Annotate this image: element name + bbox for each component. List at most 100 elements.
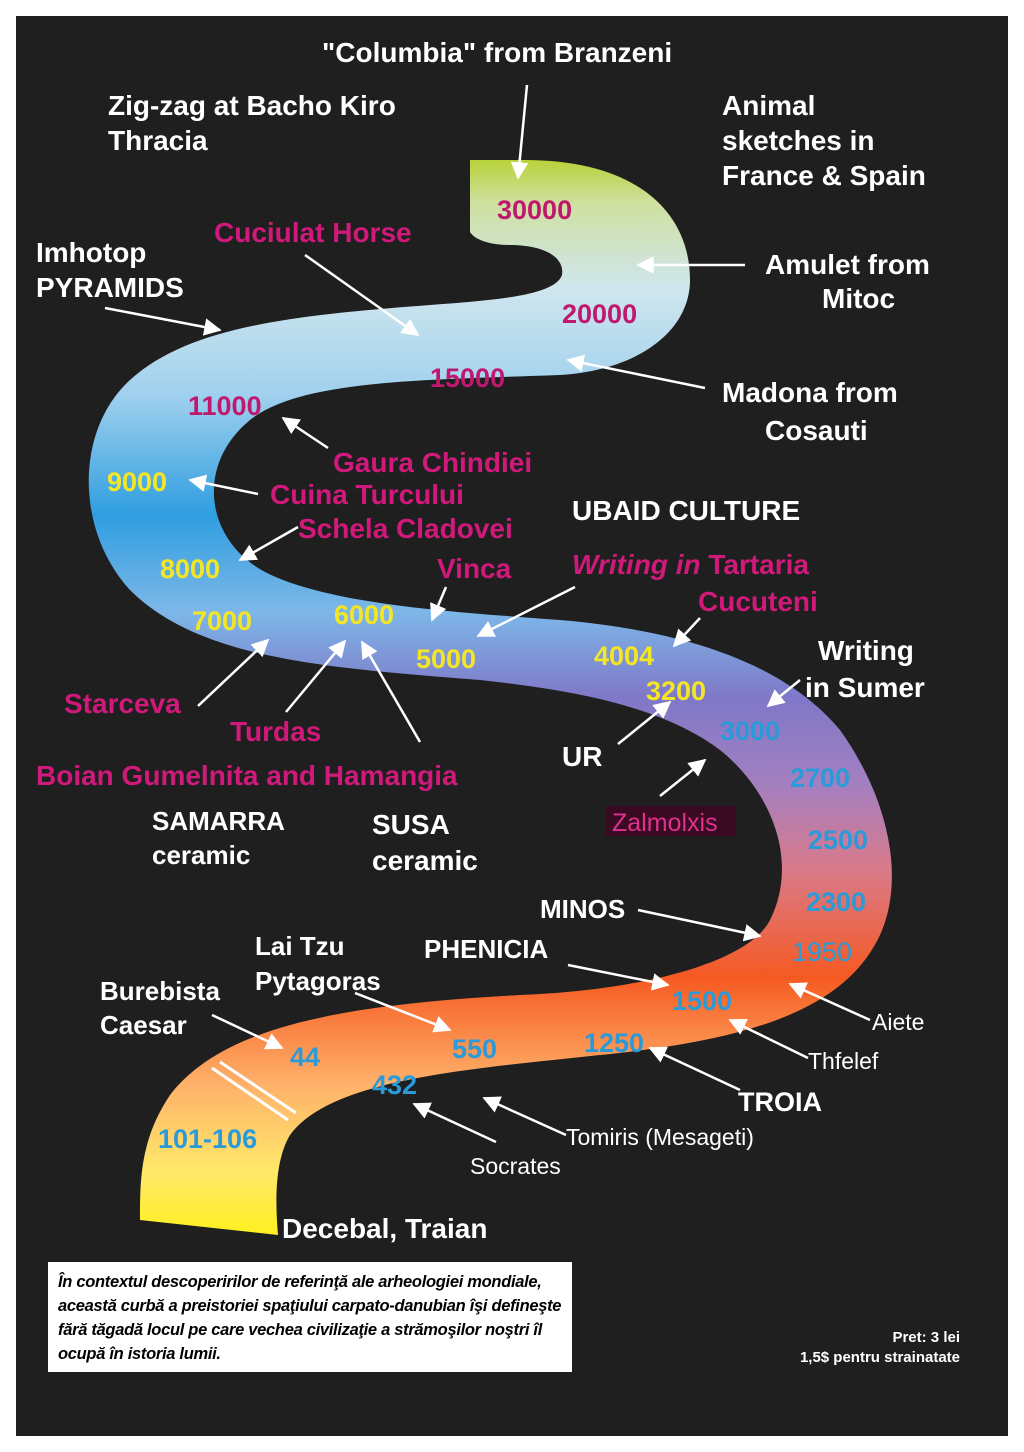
label-animal-1: Animal	[722, 90, 815, 121]
label-susa-2: ceramic	[372, 845, 478, 876]
year-1950: 1950	[792, 937, 852, 967]
label-tartaria: Tartaria	[701, 549, 810, 580]
timeline-band	[88, 160, 892, 1235]
arrow-socrates	[412, 1102, 497, 1144]
arrow-thfelef	[728, 1018, 809, 1060]
year-5000: 5000	[416, 644, 476, 674]
label-aiete: Aiete	[872, 1009, 924, 1035]
label-minos: MINOS	[540, 894, 625, 924]
label-lai-tzu: Lai Tzu	[255, 931, 345, 961]
label-imhotop-1: Imhotop	[36, 237, 146, 268]
label-zigzag-1: Zig-zag at Bacho Kiro	[108, 90, 396, 121]
band-divider-2	[219, 1060, 297, 1115]
label-amulet-2: Mitoc	[822, 283, 895, 314]
year-labels: 30000 20000 15000 11000 9000 8000 7000 6…	[107, 195, 868, 1154]
label-starceva: Starceva	[64, 688, 181, 719]
label-imhotop-2: PYRAMIDS	[36, 272, 184, 303]
white-labels: "Columbia" from Branzeni Zig-zag at Bach…	[36, 37, 930, 1244]
year-20000: 20000	[562, 299, 637, 329]
label-vinca: Vinca	[437, 553, 512, 584]
label-amulet-1: Amulet from	[765, 249, 930, 280]
note-box: În contextul descoperirilor de referinţă…	[48, 1262, 572, 1372]
arrow-cucuteni	[672, 617, 701, 648]
year-15000: 15000	[430, 363, 505, 393]
price-block: Pret: 3 lei 1,5$ pentru strainatate	[800, 1328, 960, 1368]
arrow-gaura	[281, 416, 329, 450]
price-line-2: 1,5$ pentru strainatate	[799, 1349, 960, 1366]
label-samarra-2: ceramic	[152, 840, 250, 870]
label-zigzag-2: Thracia	[108, 125, 208, 156]
label-tomiris: Tomiris (Mesageti)	[566, 1124, 754, 1150]
year-2700: 2700	[790, 763, 850, 793]
band-divider-1	[211, 1066, 289, 1122]
price-line-1: Pret: 3 lei	[892, 1329, 960, 1346]
label-writing-in: Writing in	[572, 549, 701, 580]
label-cucuteni: Cucuteni	[698, 586, 818, 617]
arrow-boian	[360, 640, 422, 743]
arrow-aiete	[788, 982, 871, 1022]
year-30000: 30000	[497, 195, 572, 225]
year-550: 550	[452, 1034, 497, 1064]
arrow-cuina	[188, 474, 259, 496]
year-8000: 8000	[160, 554, 220, 584]
year-2500: 2500	[808, 825, 868, 855]
label-animal-3: France & Spain	[722, 160, 926, 191]
label-gaura: Gaura Chindiei	[333, 447, 532, 478]
zalmolxis-box	[606, 806, 736, 836]
label-turdas: Turdas	[230, 716, 321, 747]
arrow-schela	[238, 525, 299, 562]
arrow-minos	[637, 908, 762, 942]
year-9000: 9000	[107, 467, 167, 497]
label-socrates: Socrates	[470, 1153, 561, 1179]
year-11000: 11000	[188, 391, 262, 421]
year-101-106: 101-106	[158, 1124, 257, 1154]
year-1500: 1500	[672, 986, 732, 1016]
arrow-zalmolxis	[659, 758, 707, 797]
arrow-imhotop	[104, 306, 222, 336]
label-writing-sumer-1: Writing	[818, 635, 914, 666]
label-thfelef: Thfelef	[808, 1048, 879, 1074]
arrow-tartaria	[476, 585, 576, 638]
arrow-vinca	[430, 586, 448, 622]
label-madona-1: Madona from	[722, 377, 898, 408]
label-cuciulat: Cuciulat Horse	[214, 217, 412, 248]
label-burebista: Burebista	[100, 976, 220, 1006]
arrow-sumer	[766, 679, 801, 708]
arrow-madona	[566, 354, 706, 390]
label-samarra-1: SAMARRA	[152, 806, 285, 836]
arrow-starceva	[197, 638, 270, 707]
year-3200: 3200	[646, 676, 706, 706]
regular-labels: Aiete Thfelef Tomiris (Mesageti) Socrate…	[470, 1009, 924, 1179]
label-ur: UR	[562, 741, 602, 772]
arrow-burebista	[211, 1013, 284, 1050]
year-44: 44	[290, 1042, 320, 1072]
label-writing-sumer-2: in Sumer	[805, 672, 925, 703]
label-animal-2: sketches in	[722, 125, 875, 156]
year-432: 432	[372, 1070, 417, 1100]
year-4004: 4004	[594, 641, 654, 671]
arrows	[104, 84, 871, 1144]
arrow-cuciulat	[304, 253, 420, 337]
arrow-phenicia	[567, 963, 670, 991]
note-text: În contextul descoperirilor de referinţă…	[58, 1273, 562, 1363]
year-7000: 7000	[192, 606, 252, 636]
label-columbia: "Columbia" from Branzeni	[322, 37, 672, 68]
arrow-pytagoras	[354, 991, 452, 1033]
label-susa-1: SUSA	[372, 809, 450, 840]
label-writing-tartaria: Writing in Tartaria	[572, 549, 809, 580]
arrow-ur	[617, 700, 672, 745]
magenta-labels: Cuciulat Horse Gaura Chindiei Cuina Turc…	[36, 217, 818, 791]
arrow-troia	[648, 1046, 741, 1092]
label-boian: Boian Gumelnita and Hamangia	[36, 760, 458, 791]
year-6000: 6000	[334, 600, 394, 630]
label-caesar: Caesar	[100, 1010, 187, 1040]
label-phenicia: PHENICIA	[424, 934, 548, 964]
year-1250: 1250	[584, 1028, 644, 1058]
label-troia: TROIA	[738, 1087, 822, 1117]
label-ubaid: UBAID CULTURE	[572, 495, 800, 526]
arrow-turdas	[285, 639, 347, 713]
label-cuina: Cuina Turcului	[270, 479, 464, 510]
year-2300: 2300	[806, 887, 866, 917]
